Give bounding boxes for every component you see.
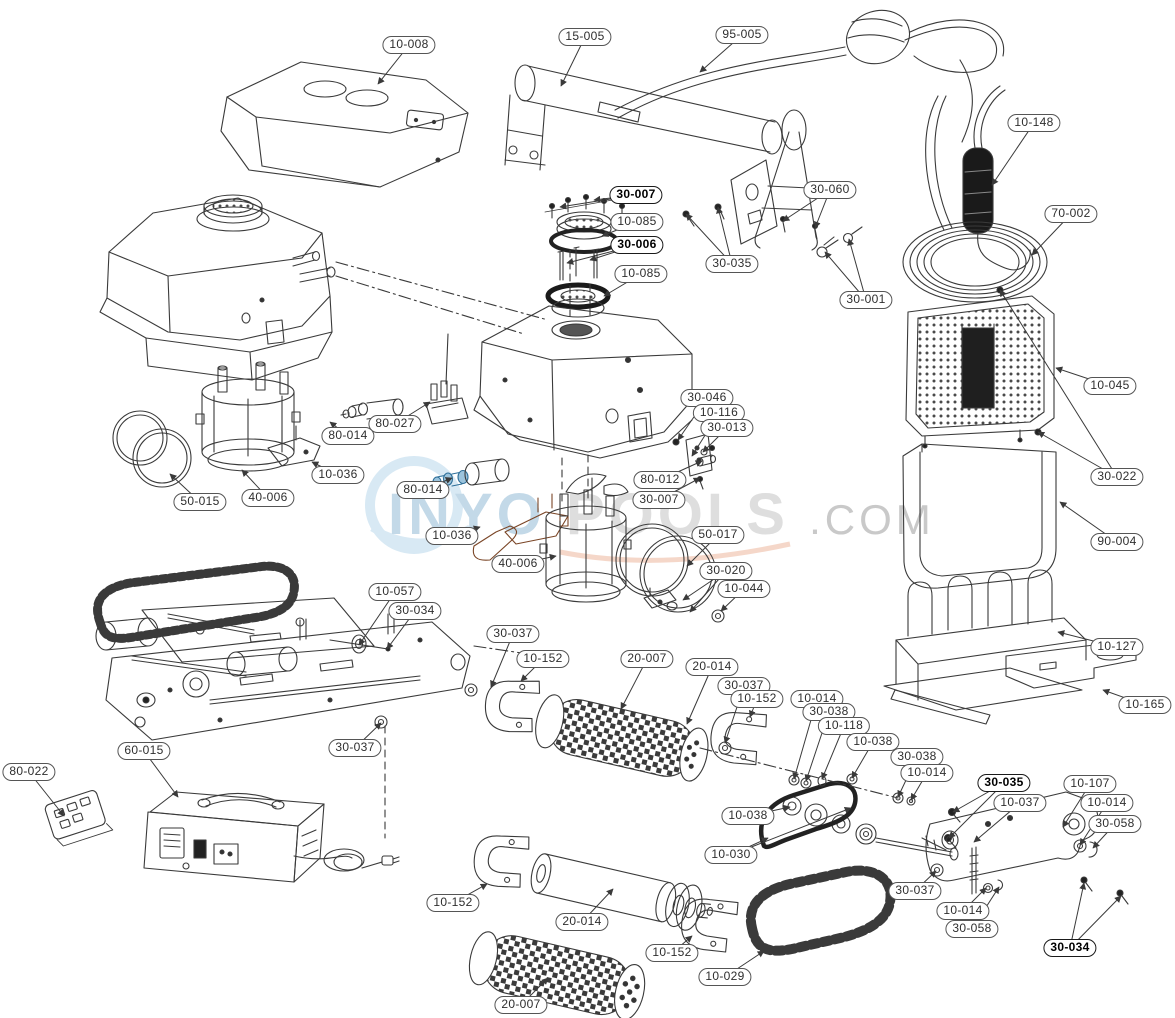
part-label-20-007: 20-007 [620, 650, 674, 668]
part-label-40-006-2: 40-006 [491, 555, 545, 573]
part-label-30-001: 30-001 [839, 291, 893, 309]
part-label-30-046: 30-046 [680, 389, 734, 407]
part-label-10-085-2: 10-085 [614, 265, 668, 283]
part-label-30-020: 30-020 [699, 562, 753, 580]
part-label-50-015: 50-015 [173, 493, 227, 511]
part-label-10-107: 10-107 [1063, 775, 1117, 793]
filter-bag-drawing [902, 443, 1057, 589]
filter-screen-drawing [905, 286, 1055, 449]
part-label-10-085: 10-085 [610, 213, 664, 231]
handle-bar-drawing [504, 64, 783, 171]
part-label-10-036-2: 10-036 [425, 527, 479, 545]
part-label-60-015: 60-015 [117, 742, 171, 760]
float-handle-drawing [614, 9, 1005, 231]
brush-roller-bottom-drawing [468, 931, 646, 1018]
part-label-30-060: 30-060 [803, 181, 857, 199]
part-label-10-029: 10-029 [698, 968, 752, 986]
watermark-com: .COM [809, 496, 935, 543]
part-label-95-005: 95-005 [715, 26, 769, 44]
part-label-80-014: 80-014 [321, 427, 375, 445]
part-label-30-013: 30-013 [700, 419, 754, 437]
part-label-30-022: 30-022 [1090, 468, 1144, 486]
part-label-50-017: 50-017 [691, 526, 745, 544]
part-label-90-004: 90-004 [1090, 533, 1144, 551]
part-label-80-014-2: 80-014 [396, 481, 450, 499]
part-label-70-002: 70-002 [1044, 205, 1098, 223]
part-label-80-027: 80-027 [368, 415, 422, 433]
part-label-30-006: 30-006 [610, 236, 664, 254]
part-label-15-005: 15-005 [558, 28, 612, 46]
roller-shaft-drawing [530, 853, 713, 931]
grip-drawing [962, 85, 1031, 271]
part-label-10-127: 10-127 [1090, 638, 1144, 656]
part-label-80-022: 80-022 [2, 763, 56, 781]
part-label-10-118: 10-118 [817, 717, 871, 735]
part-label-10-014-3: 10-014 [1080, 794, 1134, 812]
part-label-10-044: 10-044 [717, 580, 771, 598]
bearing-stack-drawing [544, 193, 626, 318]
part-label-30-007: 30-007 [609, 186, 663, 204]
part-label-30-038-2: 30-038 [890, 748, 944, 766]
part-label-30-037-3: 30-037 [888, 882, 942, 900]
part-label-10-038: 10-038 [846, 733, 900, 751]
part-label-30-007-2: 30-007 [632, 491, 686, 509]
part-label-10-030: 10-030 [704, 846, 758, 864]
part-label-10-165: 10-165 [1118, 696, 1172, 714]
part-label-80-012: 80-012 [633, 471, 687, 489]
part-label-30-037-4: 30-037 [328, 739, 382, 757]
part-label-20-007-2: 20-007 [494, 996, 548, 1014]
power-supply-drawing [143, 791, 400, 883]
rack-drawing [883, 569, 1087, 711]
part-label-30-058: 30-058 [1088, 815, 1142, 833]
part-label-10-152: 10-152 [516, 650, 570, 668]
part-label-40-006: 40-006 [241, 489, 295, 507]
part-label-10-014-4: 10-014 [936, 902, 990, 920]
track-chain-drawing [745, 865, 896, 956]
part-label-10-152-3: 10-152 [426, 894, 480, 912]
cover-drawing [220, 61, 469, 188]
part-label-10-148: 10-148 [1007, 114, 1061, 132]
part-label-10-038-2: 10-038 [721, 807, 775, 825]
part-label-30-058-2: 30-058 [945, 920, 999, 938]
part-label-30-035: 30-035 [705, 255, 759, 273]
part-label-30-035-2: 30-035 [977, 774, 1031, 792]
part-label-10-045: 10-045 [1083, 377, 1137, 395]
floating-cable-drawing [902, 221, 1048, 303]
drive-motor-left-drawing [112, 333, 469, 488]
part-label-10-037: 10-037 [993, 794, 1047, 812]
main-body-drawing [473, 305, 693, 503]
part-label-10-152-2: 10-152 [730, 690, 784, 708]
chassis-drawing [93, 561, 557, 839]
part-label-10-036: 10-036 [311, 466, 365, 484]
remote-drawing [44, 790, 114, 847]
part-label-10-057: 10-057 [368, 583, 422, 601]
tank-drawing [99, 194, 549, 381]
brush-roller-top-drawing [535, 694, 709, 782]
part-label-30-037: 30-037 [486, 625, 540, 643]
part-label-10-008: 10-008 [382, 36, 436, 54]
part-label-20-014: 20-014 [685, 658, 739, 676]
part-label-30-034-2: 30-034 [1043, 939, 1097, 957]
part-label-20-014-2: 20-014 [555, 913, 609, 931]
part-label-10-014-2: 10-014 [900, 764, 954, 782]
part-label-30-034: 30-034 [388, 602, 442, 620]
part-label-10-152-4: 10-152 [645, 944, 699, 962]
